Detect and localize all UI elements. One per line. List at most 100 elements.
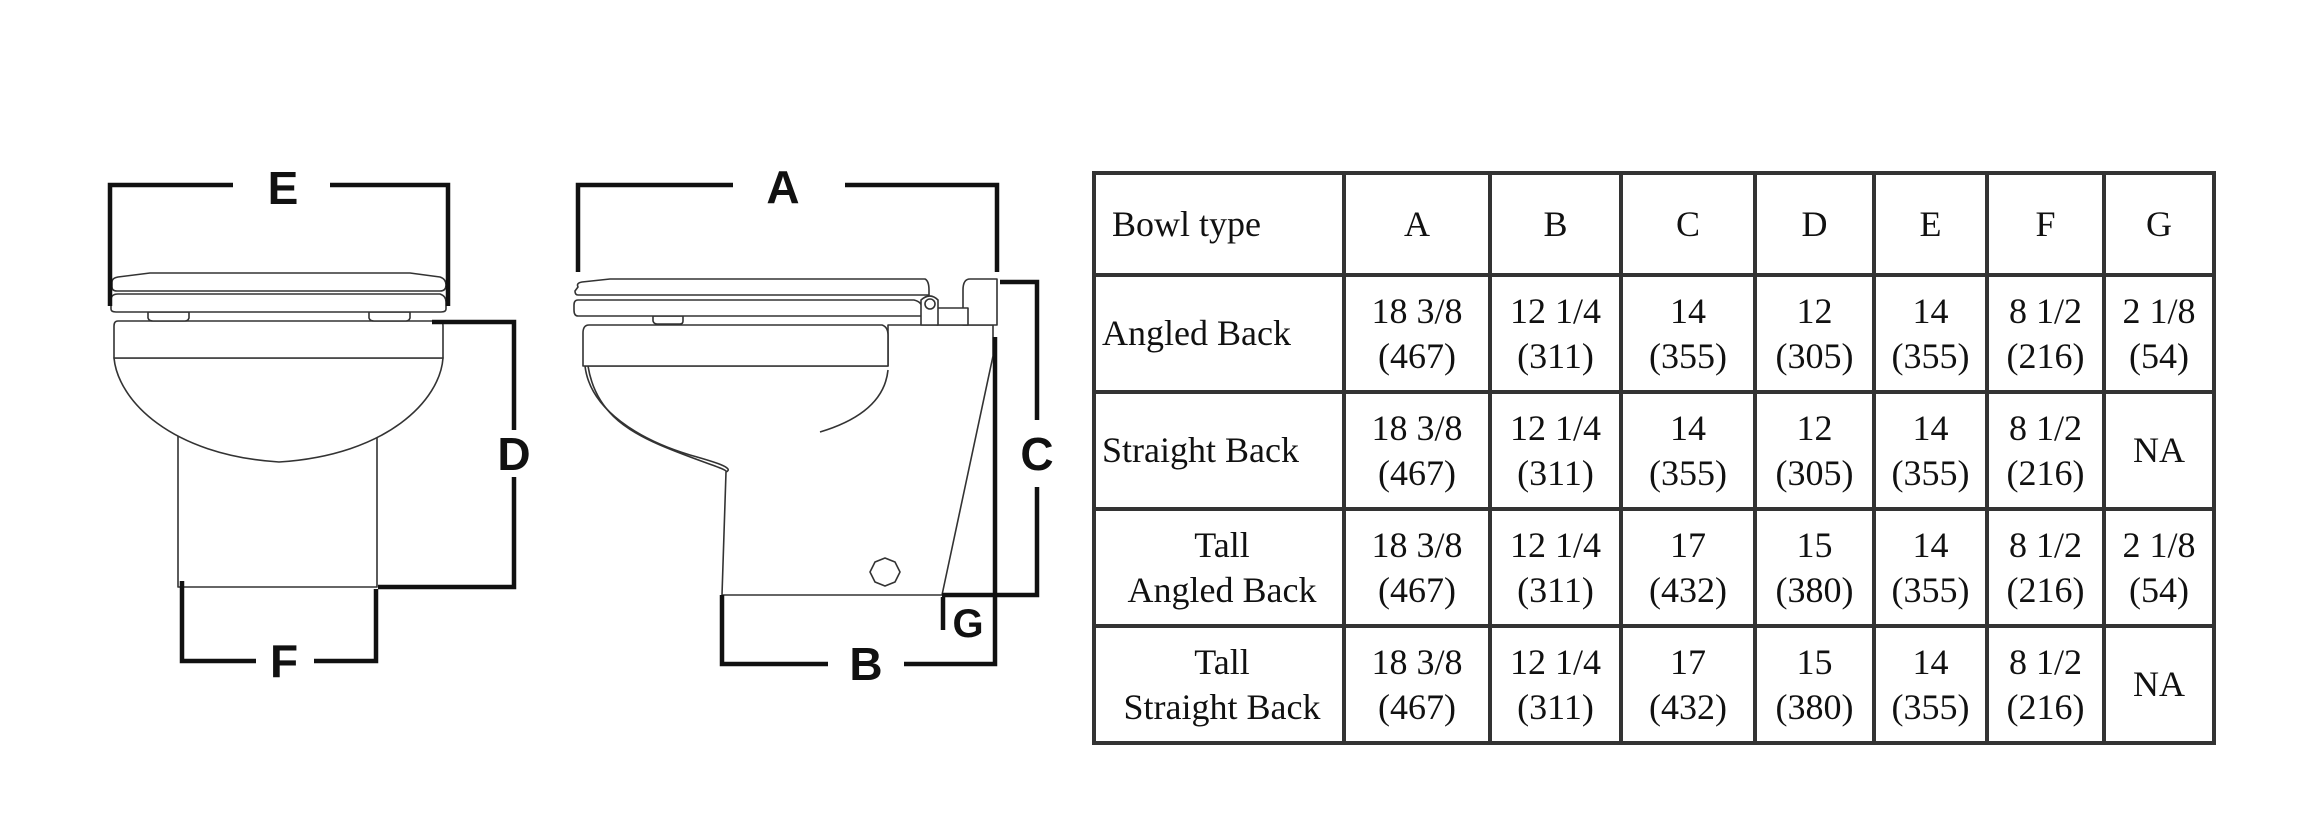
dimension-d-bracket	[378, 319, 517, 590]
front-bowl	[113, 357, 444, 463]
cell-dim-f: 8 1/2(216)	[1985, 507, 2106, 628]
inch-value: 2 1/8	[2122, 290, 2196, 331]
header-col-f: F	[1985, 171, 2106, 277]
mm-value: (216)	[2006, 569, 2085, 610]
dimension-f-bracket	[179, 581, 379, 664]
inch-value: 17	[1670, 524, 1706, 565]
side-lid	[574, 278, 930, 296]
front-lid	[111, 272, 447, 292]
inch-value: 15	[1796, 641, 1833, 682]
header-bowl-type: Bowl type	[1092, 171, 1346, 277]
inch-value: 12 1/4	[1509, 407, 1601, 448]
cell-dim-c: 14(355)	[1619, 273, 1757, 394]
cell-dim-e: 14(355)	[1872, 507, 1989, 628]
bowl-type-line: Straight Back	[1102, 430, 1299, 470]
inch-value: 14	[1912, 407, 1949, 448]
side-seat	[573, 299, 923, 317]
cell-dim-g: NA	[2102, 390, 2216, 511]
dimension-a-label: A	[766, 161, 799, 213]
mm-value: (311)	[1517, 569, 1594, 610]
mm-value: (216)	[2006, 335, 2085, 376]
inch-value: 18 3/8	[1371, 524, 1463, 565]
dimension-d-label: D	[497, 428, 530, 480]
side-rim	[582, 324, 889, 367]
mm-value: (216)	[2006, 686, 2085, 727]
inch-value: 2 1/8	[2122, 524, 2196, 565]
cell-dim-d: 15(380)	[1753, 507, 1876, 628]
cell-dim-f: 8 1/2(216)	[1985, 390, 2106, 511]
cell-dim-g: 2 1/8(54)	[2102, 507, 2216, 628]
dimension-g-label: G	[952, 602, 983, 646]
toilet-dimension-drawings: E D F A C	[107, 161, 1054, 690]
cell-dim-f: 8 1/2(216)	[1985, 273, 2106, 394]
cell-dim-a: 18 3/8(467)	[1342, 507, 1492, 628]
inch-value: 14	[1912, 290, 1949, 331]
mm-value: (467)	[1378, 335, 1456, 376]
bowl-type-line: Tall	[1194, 641, 1250, 682]
mm-value: (467)	[1378, 569, 1456, 610]
mm-value: (311)	[1517, 452, 1594, 493]
cell-dim-d: 15(380)	[1753, 624, 1876, 745]
cell-dim-c: 17(432)	[1619, 624, 1757, 745]
mm-value: (311)	[1517, 335, 1594, 376]
mm-value: (355)	[1649, 335, 1727, 376]
front-seat-bumper-left	[147, 311, 190, 322]
side-bowl-inner-curve	[819, 369, 889, 433]
cell-dim-a: 18 3/8(467)	[1342, 624, 1492, 745]
inch-value: 12 1/4	[1509, 524, 1601, 565]
front-view: E D F	[107, 162, 531, 687]
bowl-type-line: Angled Back	[1127, 569, 1317, 610]
side-view: A C B G	[573, 161, 1054, 690]
mm-value: (432)	[1649, 686, 1727, 727]
side-seat-bumper	[652, 315, 684, 325]
mm-value: (216)	[2006, 452, 2085, 493]
cell-dim-d: 12(305)	[1753, 390, 1876, 511]
bowl-type-line: Tall	[1194, 524, 1250, 565]
inch-value: 12	[1796, 407, 1833, 448]
side-drain-nut	[869, 557, 901, 587]
inch-value: 14	[1670, 290, 1706, 331]
inch-value: 12	[1796, 290, 1833, 331]
dimension-c-label: C	[1020, 428, 1053, 480]
mm-value: (355)	[1891, 452, 1970, 493]
mm-value: (432)	[1649, 569, 1727, 610]
front-rim	[113, 320, 444, 359]
mm-value: (355)	[1891, 569, 1970, 610]
inch-value: 8 1/2	[2008, 290, 2082, 331]
mm-value: (467)	[1378, 686, 1456, 727]
dimension-e-bracket	[107, 182, 451, 306]
mm-value: (467)	[1378, 452, 1456, 493]
inch-value: NA	[2133, 430, 2185, 470]
bowl-type-line: Angled Back	[1102, 313, 1291, 353]
cell-dim-c: 17(432)	[1619, 507, 1757, 628]
front-seat	[110, 293, 447, 313]
inch-value: 18 3/8	[1371, 407, 1463, 448]
dimension-b-bracket	[719, 337, 998, 667]
row-bowl-type: Angled Back	[1092, 273, 1346, 394]
inch-value: 12 1/4	[1509, 641, 1601, 682]
inch-value: 14	[1912, 524, 1949, 565]
mm-value: (355)	[1649, 452, 1727, 493]
dimension-a-bracket	[575, 182, 1000, 272]
side-back-block	[962, 278, 998, 326]
header-col-d: D	[1753, 171, 1876, 277]
cell-dim-b: 12 1/4(311)	[1488, 507, 1623, 628]
cell-dim-d: 12(305)	[1753, 273, 1876, 394]
bowl-type-line: Straight Back	[1123, 686, 1321, 727]
header-col-g: G	[2102, 171, 2216, 277]
inch-value: 17	[1670, 641, 1706, 682]
cell-dim-b: 12 1/4(311)	[1488, 624, 1623, 745]
dimension-e-label: E	[268, 162, 299, 214]
inch-value: 8 1/2	[2008, 641, 2082, 682]
inch-value: 8 1/2	[2008, 407, 2082, 448]
inch-value: NA	[2133, 664, 2185, 704]
inch-value: 14	[1912, 641, 1949, 682]
inch-value: 15	[1796, 524, 1833, 565]
